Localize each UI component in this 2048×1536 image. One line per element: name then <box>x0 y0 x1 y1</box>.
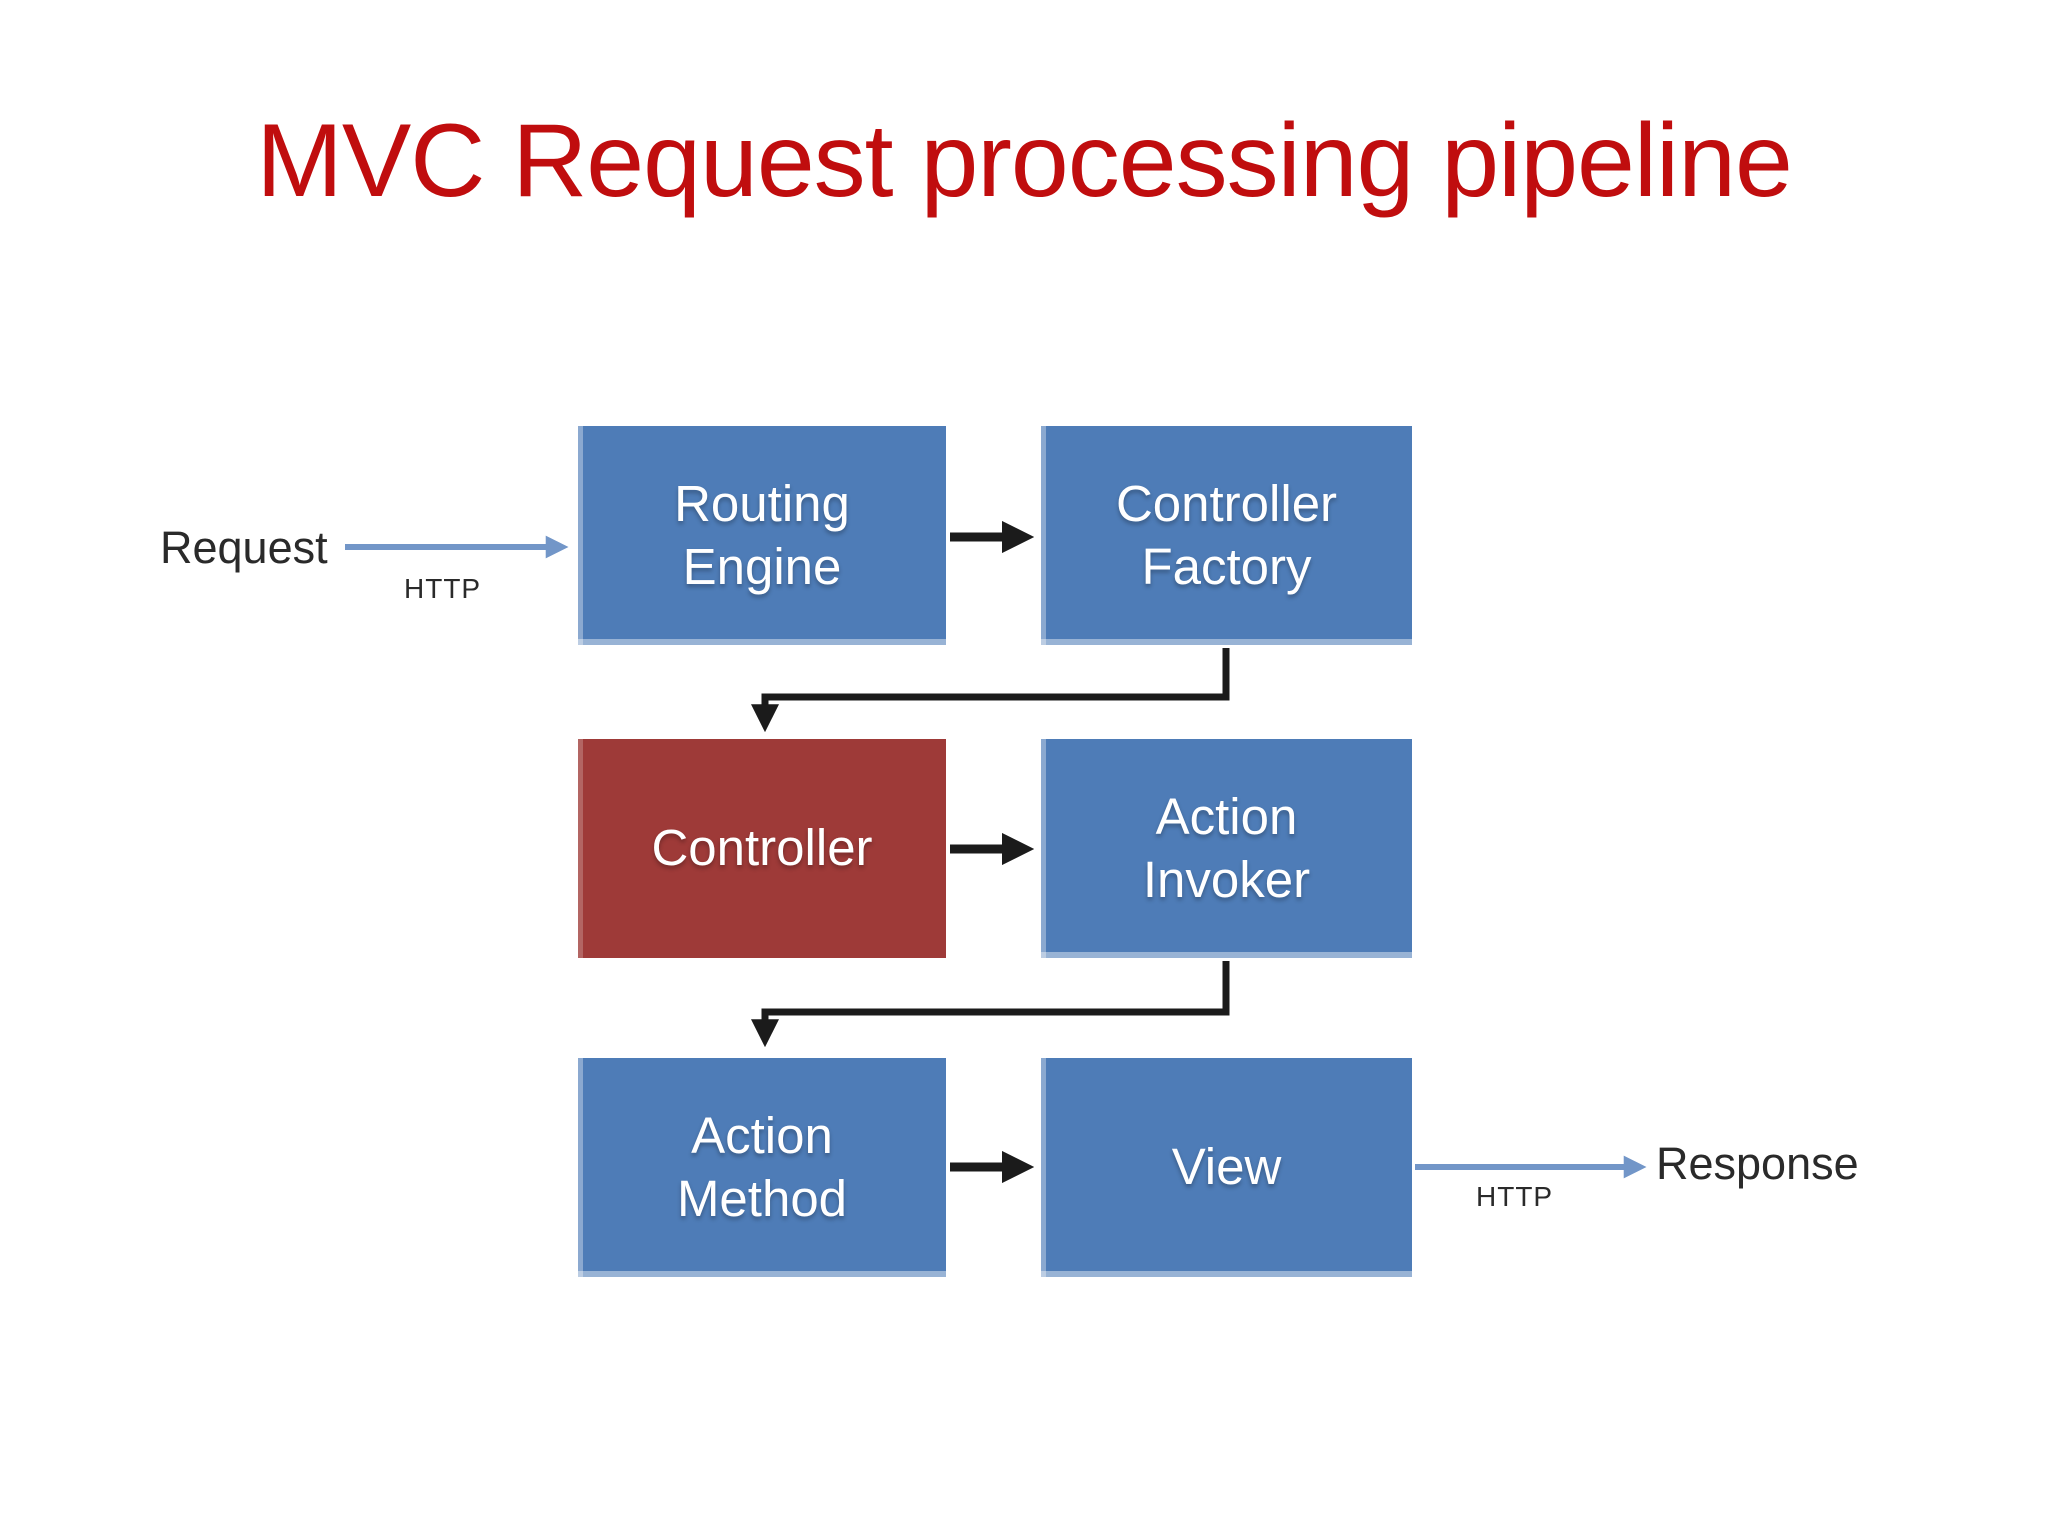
connector-controller-factory-to-controller <box>751 648 1230 733</box>
request-http-label: HTTP <box>404 573 482 604</box>
node-routing-engine: Routing Engine <box>578 426 946 645</box>
response-label: Response <box>1656 1138 1859 1189</box>
node-view: View <box>1041 1058 1412 1277</box>
node-controller: Controller <box>578 739 946 958</box>
connector-action-invoker-to-action-method <box>751 961 1230 1048</box>
request-label: Request <box>160 522 328 573</box>
node-controller-factory: Controller Factory <box>1041 426 1412 645</box>
node-action-method: Action Method <box>578 1058 946 1277</box>
response-http-label: HTTP <box>1476 1181 1554 1212</box>
slide-title: MVC Request processing pipeline <box>256 103 1793 219</box>
node-action-invoker: Action Invoker <box>1041 739 1412 958</box>
